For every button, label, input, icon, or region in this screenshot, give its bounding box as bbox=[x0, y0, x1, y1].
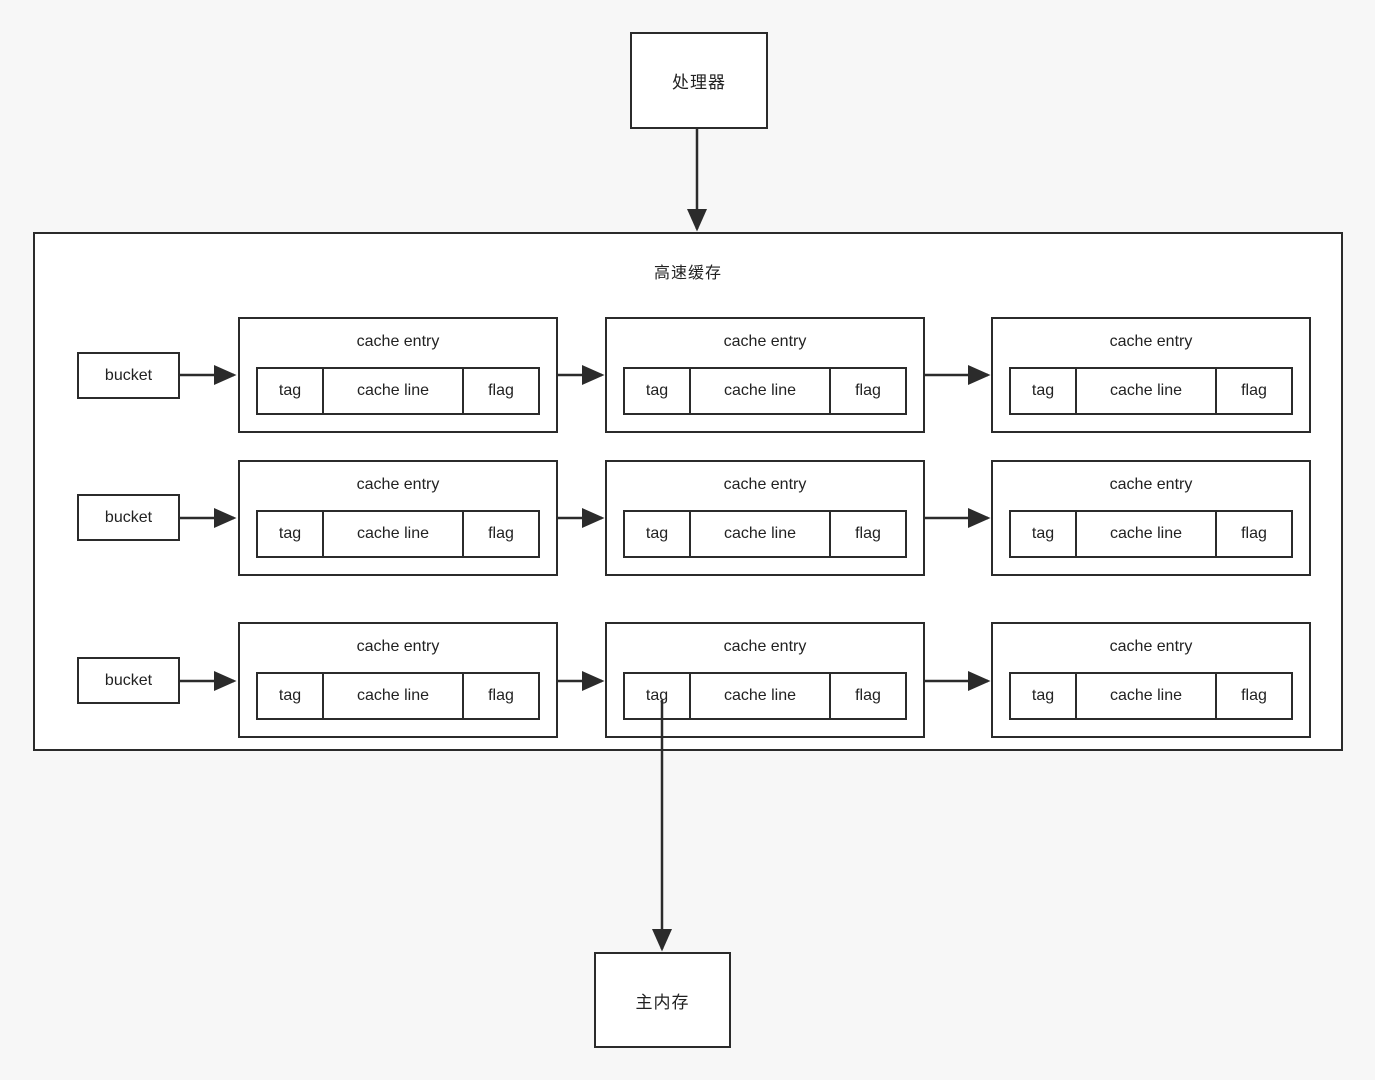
field-flag: flag bbox=[464, 369, 538, 413]
bucket-row-2: bucket bbox=[77, 494, 180, 541]
cache-entry-title: cache entry bbox=[1109, 638, 1193, 655]
bucket-label: bucket bbox=[104, 671, 153, 689]
bucket-row-1: bucket bbox=[77, 352, 180, 399]
field-tag: tag bbox=[1011, 674, 1077, 718]
cache-entry-r3c1: cache entry tag cache line flag bbox=[238, 622, 558, 738]
processor-label: 处理器 bbox=[672, 73, 726, 92]
field-flag: flag bbox=[1217, 369, 1291, 413]
field-flag: flag bbox=[1217, 674, 1291, 718]
cache-entry-fields: tag cache line flag bbox=[256, 510, 540, 558]
field-flag: flag bbox=[464, 512, 538, 556]
field-flag: flag bbox=[831, 369, 905, 413]
bucket-label: bucket bbox=[104, 366, 153, 384]
cache-entry-fields: tag cache line flag bbox=[256, 672, 540, 720]
cache-entry-title: cache entry bbox=[356, 333, 440, 350]
field-flag: flag bbox=[464, 674, 538, 718]
cache-entry-fields: tag cache line flag bbox=[1009, 672, 1293, 720]
cache-entry-r3c2: cache entry tag cache line flag bbox=[605, 622, 925, 738]
cache-entry-fields: tag cache line flag bbox=[623, 672, 907, 720]
cache-entry-title: cache entry bbox=[723, 638, 807, 655]
cache-entry-title: cache entry bbox=[356, 476, 440, 493]
main-memory-label: 主内存 bbox=[635, 992, 690, 1012]
cache-entry-fields: tag cache line flag bbox=[1009, 367, 1293, 415]
field-cache-line: cache line bbox=[324, 674, 464, 718]
field-flag: flag bbox=[831, 512, 905, 556]
field-flag: flag bbox=[1217, 512, 1291, 556]
field-tag: tag bbox=[625, 512, 691, 556]
main-memory-box: 主内存 bbox=[594, 952, 731, 1048]
cache-entry-title: cache entry bbox=[1109, 333, 1193, 350]
bucket-label: bucket bbox=[104, 508, 153, 526]
processor-box: 处理器 bbox=[630, 32, 768, 129]
field-flag: flag bbox=[831, 674, 905, 718]
field-cache-line: cache line bbox=[1077, 512, 1217, 556]
bucket-row-3: bucket bbox=[77, 657, 180, 704]
field-cache-line: cache line bbox=[1077, 369, 1217, 413]
cache-entry-fields: tag cache line flag bbox=[623, 510, 907, 558]
field-cache-line: cache line bbox=[1077, 674, 1217, 718]
field-cache-line: cache line bbox=[691, 674, 831, 718]
cache-entry-fields: tag cache line flag bbox=[623, 367, 907, 415]
cache-entry-title: cache entry bbox=[356, 638, 440, 655]
cache-entry-r2c3: cache entry tag cache line flag bbox=[991, 460, 1311, 576]
cache-entry-title: cache entry bbox=[1109, 476, 1193, 493]
cache-entry-r2c2: cache entry tag cache line flag bbox=[605, 460, 925, 576]
cache-entry-r1c1: cache entry tag cache line flag bbox=[238, 317, 558, 433]
cache-entry-r1c3: cache entry tag cache line flag bbox=[991, 317, 1311, 433]
field-tag: tag bbox=[625, 674, 691, 718]
field-tag: tag bbox=[1011, 512, 1077, 556]
field-cache-line: cache line bbox=[691, 369, 831, 413]
cache-entry-r3c3: cache entry tag cache line flag bbox=[991, 622, 1311, 738]
field-tag: tag bbox=[625, 369, 691, 413]
cache-entry-title: cache entry bbox=[723, 476, 807, 493]
field-tag: tag bbox=[258, 369, 324, 413]
cache-entry-fields: tag cache line flag bbox=[1009, 510, 1293, 558]
field-tag: tag bbox=[1011, 369, 1077, 413]
cache-title-label: 高速缓存 bbox=[653, 265, 722, 282]
field-tag: tag bbox=[258, 512, 324, 556]
field-tag: tag bbox=[258, 674, 324, 718]
field-cache-line: cache line bbox=[324, 369, 464, 413]
field-cache-line: cache line bbox=[691, 512, 831, 556]
cache-entry-fields: tag cache line flag bbox=[256, 367, 540, 415]
cache-entry-r1c2: cache entry tag cache line flag bbox=[605, 317, 925, 433]
cache-entry-title: cache entry bbox=[723, 333, 807, 350]
cache-entry-r2c1: cache entry tag cache line flag bbox=[238, 460, 558, 576]
field-cache-line: cache line bbox=[324, 512, 464, 556]
